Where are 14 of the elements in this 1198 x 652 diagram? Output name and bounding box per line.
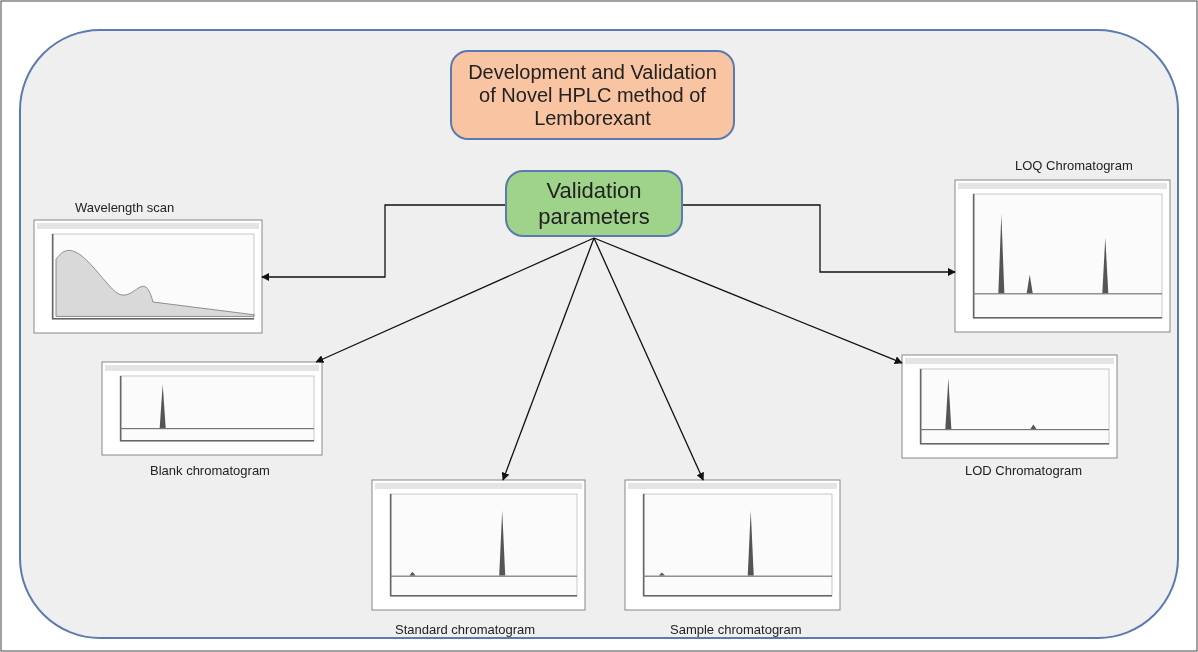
title-box: Development and Validation of Novel HPLC method of Lemborexant (450, 50, 735, 140)
image-caption: Standard chromatogram (395, 622, 536, 637)
arrow (682, 204, 956, 276)
arrow (593, 237, 903, 364)
image-caption: LOD Chromatogram (965, 463, 1083, 478)
image-caption: Sample chromatogram (670, 622, 802, 637)
arrow (315, 237, 595, 363)
arrow (261, 204, 506, 281)
image-caption: Wavelength scan (75, 200, 175, 215)
process-box: Validation parameters (505, 170, 683, 237)
image-caption: LOQ Chromatogram (1015, 158, 1133, 173)
arrow (501, 237, 595, 481)
image-caption: Blank chromatogram (150, 463, 270, 478)
arrow (593, 237, 704, 481)
